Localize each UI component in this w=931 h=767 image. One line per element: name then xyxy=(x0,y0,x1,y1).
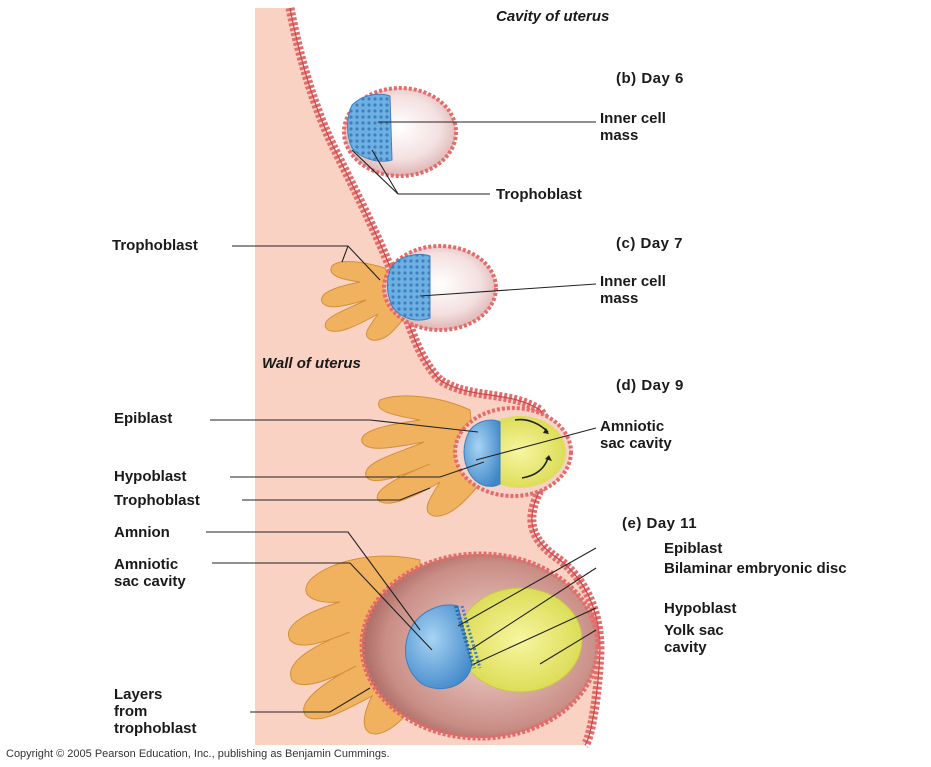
day11-bilaminar-disc-label: Bilaminar embryonic disc xyxy=(664,560,847,577)
day11-layers-from-trophoblast-label: Layers from trophoblast xyxy=(114,686,197,737)
day11-hypoblast-label: Hypoblast xyxy=(664,600,737,617)
embryo-day9 xyxy=(455,408,571,496)
day11-amnion-label: Amnion xyxy=(114,524,170,541)
day11-epiblast-label: Epiblast xyxy=(664,540,722,557)
day6-trophoblast-label: Trophoblast xyxy=(496,186,582,203)
day9-amniotic-sac-cavity-label: Amniotic sac cavity xyxy=(600,418,672,452)
blastocyst-day7 xyxy=(384,246,496,330)
stage-d-heading: (d) Day 9 xyxy=(616,377,684,394)
stage-c-heading: (c) Day 7 xyxy=(616,235,683,252)
stage-b-heading: (b) Day 6 xyxy=(616,70,684,87)
copyright-notice: Copyright © 2005 Pearson Education, Inc.… xyxy=(6,748,390,760)
day7-trophoblast-label: Trophoblast xyxy=(112,237,198,254)
stage-e-heading: (e) Day 11 xyxy=(622,515,697,532)
day11-yolk-sac-cavity-label: Yolk sac cavity xyxy=(664,622,724,656)
day9-trophoblast-label: Trophoblast xyxy=(114,492,200,509)
cavity-of-uterus-label: Cavity of uterus xyxy=(496,8,609,25)
embryo-day11 xyxy=(362,554,598,738)
day11-amniotic-sac-cavity-label: Amniotic sac cavity xyxy=(114,556,186,590)
day7-inner-cell-mass-label: Inner cell mass xyxy=(600,273,666,307)
day9-epiblast-label: Epiblast xyxy=(114,410,172,427)
blastocyst-day6 xyxy=(344,88,456,176)
day6-inner-cell-mass-label: Inner cell mass xyxy=(600,110,666,144)
wall-of-uterus-label: Wall of uterus xyxy=(262,355,361,372)
day9-hypoblast-label: Hypoblast xyxy=(114,468,187,485)
